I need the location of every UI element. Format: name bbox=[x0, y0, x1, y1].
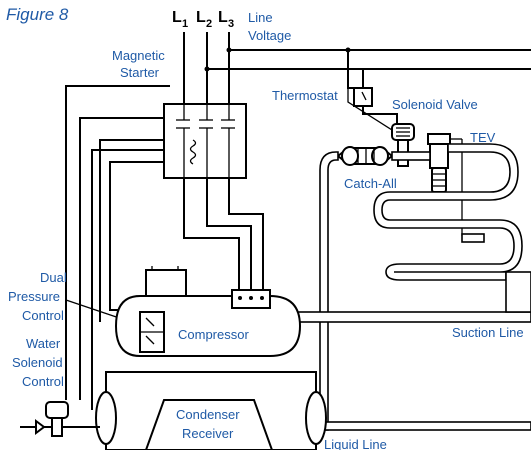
water-solenoid-control-label: Water Solenoid Control bbox=[12, 336, 64, 389]
svg-text:2: 2 bbox=[206, 18, 212, 30]
catch-all-label: Catch-All bbox=[344, 176, 397, 191]
tev-label: TEV bbox=[470, 130, 496, 145]
svg-text:Starter: Starter bbox=[120, 65, 160, 80]
svg-text:1: 1 bbox=[182, 18, 188, 30]
svg-text:Control: Control bbox=[22, 374, 64, 389]
motor-leads bbox=[183, 178, 264, 296]
svg-text:Magnetic: Magnetic bbox=[112, 48, 165, 63]
svg-text:Pressure: Pressure bbox=[8, 289, 60, 304]
tev-valve bbox=[427, 133, 463, 236]
svg-text:Voltage: Voltage bbox=[248, 28, 291, 43]
condenser-receiver bbox=[95, 371, 327, 450]
thermostat bbox=[347, 50, 398, 131]
starter-coil-icon bbox=[189, 139, 197, 165]
supply-lines bbox=[183, 32, 531, 104]
svg-text:Line: Line bbox=[248, 10, 273, 25]
condenser-receiver-label: Condenser Receiver bbox=[176, 407, 240, 441]
phase-label-l2: L 2 bbox=[196, 9, 212, 30]
thermostat-label: Thermostat bbox=[272, 88, 338, 103]
suction-line-label: Suction Line bbox=[452, 325, 524, 340]
dual-pressure-control-label: Dual Pressure Control bbox=[8, 270, 67, 323]
phase-label-l1: L 1 bbox=[172, 9, 188, 30]
svg-text:Condenser: Condenser bbox=[176, 407, 240, 422]
line-voltage-label: Line Voltage bbox=[248, 10, 291, 43]
magnetic-starter bbox=[163, 103, 247, 179]
svg-text:L: L bbox=[196, 9, 206, 26]
liquid-line-label: Liquid Line bbox=[324, 437, 387, 450]
control-wiring bbox=[65, 85, 170, 410]
water-solenoid-valve bbox=[20, 401, 100, 437]
solenoid-valve-label: Solenoid Valve bbox=[392, 97, 478, 112]
catch-all-drier bbox=[336, 146, 394, 166]
compressor-label: Compressor bbox=[178, 327, 249, 342]
compressor bbox=[114, 266, 302, 357]
svg-text:L: L bbox=[172, 9, 182, 26]
svg-text:Dual: Dual bbox=[40, 270, 67, 285]
svg-text:Solenoid: Solenoid bbox=[12, 355, 63, 370]
refrigerant-piping bbox=[279, 143, 531, 431]
svg-text:Receiver: Receiver bbox=[182, 426, 234, 441]
svg-text:Control: Control bbox=[22, 308, 64, 323]
svg-text:Water: Water bbox=[26, 336, 61, 351]
svg-text:3: 3 bbox=[228, 18, 234, 30]
svg-text:L: L bbox=[218, 9, 228, 26]
phase-label-l3: L 3 bbox=[218, 9, 234, 30]
figure-title: Figure 8 bbox=[6, 5, 69, 24]
magnetic-starter-label: Magnetic Starter bbox=[112, 48, 165, 80]
